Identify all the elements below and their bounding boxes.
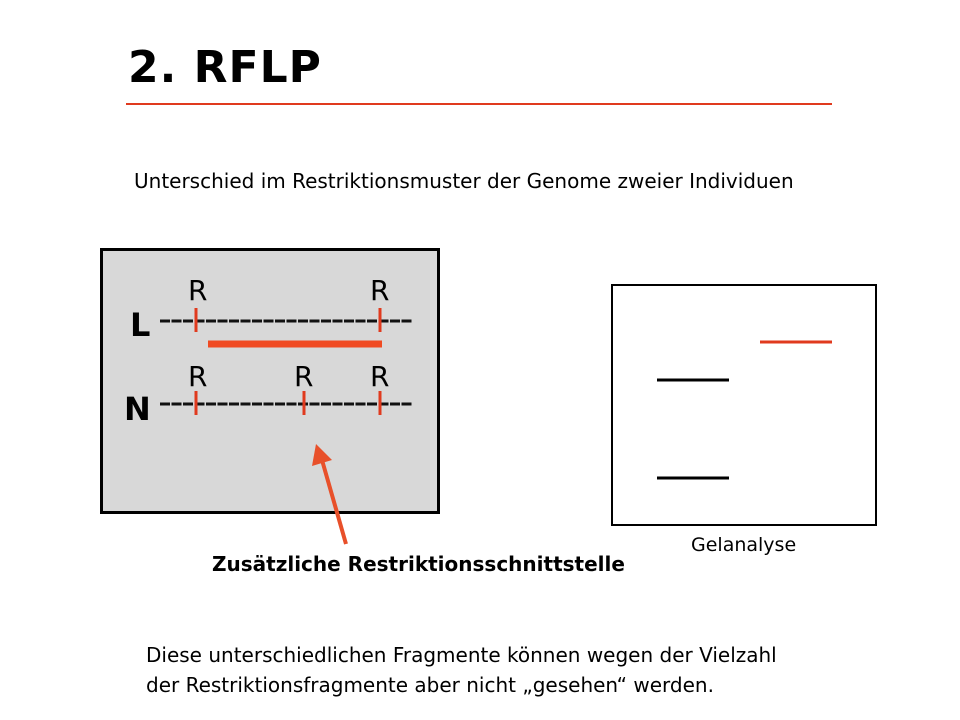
row-label-n: N (124, 390, 151, 428)
footer-text: Diese unterschiedlichen Fragmente können… (146, 640, 946, 700)
arrow-head-icon (312, 444, 332, 466)
gel-analysis-box (611, 284, 877, 526)
intro-text: Unterschied im Restriktionsmuster der Ge… (134, 169, 794, 193)
site-label-n-3: R (370, 360, 389, 393)
slide-title: 2. RFLP (128, 42, 322, 93)
callout-arrow (312, 444, 348, 545)
gel-frame (611, 284, 877, 526)
site-label-l-1: R (188, 274, 207, 307)
footer-line-1: Diese unterschiedlichen Fragmente können… (146, 643, 777, 667)
title-underline (126, 103, 832, 105)
footer-line-2: der Restriktionsfragmente aber nicht „ge… (146, 673, 714, 697)
gel-label: Gelanalyse (691, 534, 797, 556)
site-label-n-2: R (294, 360, 313, 393)
row-label-l: L (130, 306, 150, 344)
diagram-frame (100, 248, 440, 514)
site-label-n-1: R (188, 360, 207, 393)
restriction-map-diagram: L R R N R R R (100, 248, 440, 514)
arrow-shaft (320, 459, 348, 545)
site-label-l-2: R (370, 274, 389, 307)
callout-label: Zusätzliche Restriktionsschnittstelle (212, 552, 625, 576)
